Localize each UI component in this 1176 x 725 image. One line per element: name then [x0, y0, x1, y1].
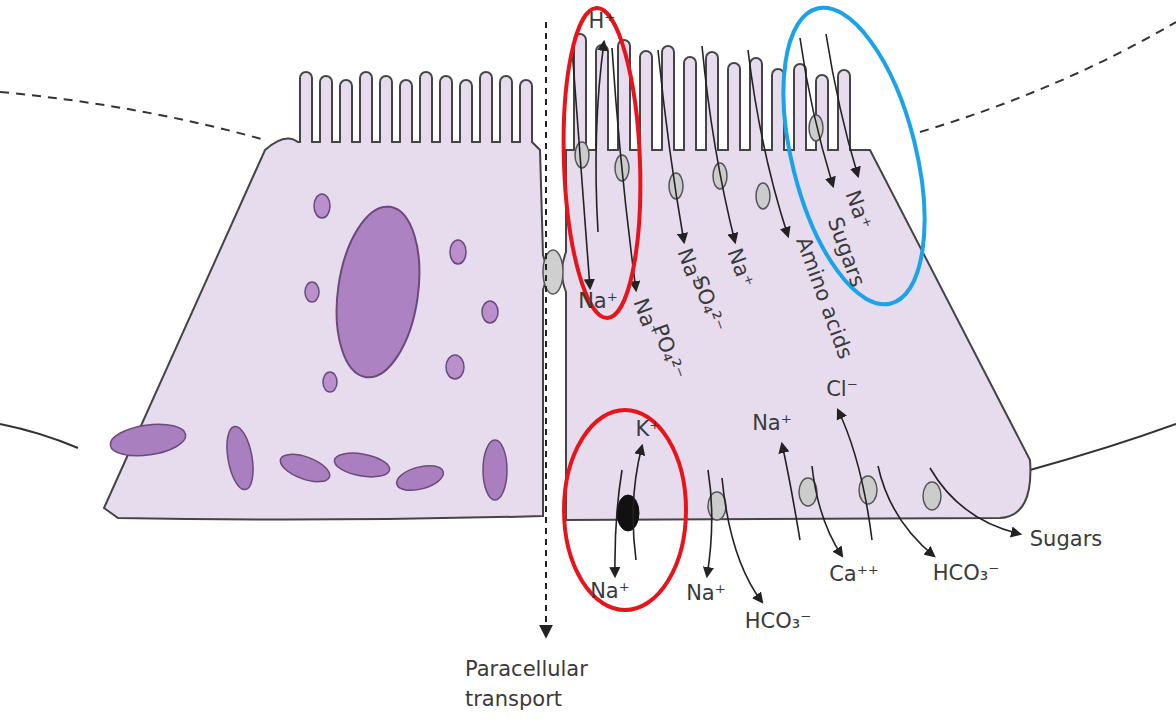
organelle: [450, 240, 466, 264]
organelle: [482, 301, 498, 323]
caption-label: Paracellular transport: [463, 654, 617, 715]
ion-label: PO₄²⁻: [647, 321, 688, 383]
transport-arrow: [812, 466, 842, 556]
mitochondrion: [277, 449, 333, 487]
mitochondrion: [108, 420, 507, 500]
nucleus: [326, 201, 429, 382]
paracellular-arrow: [545, 22, 547, 636]
organelle: [446, 355, 464, 379]
nucleus: [326, 201, 429, 382]
transport-arrow: [702, 46, 735, 242]
ion-label: Na⁺: [686, 582, 726, 605]
ion-label: Cl⁻: [826, 378, 858, 401]
ion-label: Na⁺: [752, 412, 792, 435]
transport-arrow: [596, 42, 604, 232]
ion-label: Na⁺: [722, 245, 757, 290]
atpase-pump: [617, 495, 639, 531]
organelle: [314, 194, 330, 218]
transport-arrow: [633, 446, 642, 560]
transport-arrow: [615, 470, 622, 576]
transporter: [809, 115, 823, 141]
ion-label: K⁺: [636, 418, 661, 441]
lumen-boundary: [0, 424, 78, 448]
ion-label: Na⁺: [578, 290, 618, 313]
ellipse-outline: [564, 410, 686, 610]
transport-arrow: [838, 410, 872, 540]
transport-arrow: [658, 50, 684, 242]
mitochondrion: [483, 440, 507, 500]
ion-label: SO₄²⁻: [687, 273, 728, 335]
mitochondrion: [108, 420, 187, 460]
transport-arrow: [572, 34, 1020, 602]
ion-label: HCO₃⁻: [933, 562, 1000, 585]
transport-arrow: [782, 444, 800, 540]
lumen-boundary: [920, 22, 1176, 132]
highlight-ellipse: H⁺ Na⁺: [562, 6, 642, 320]
transport-arrow: [707, 470, 712, 576]
highlight-ellipse: K⁺ Na⁺: [562, 408, 688, 612]
mitochondrion: [394, 461, 446, 495]
organelle: [323, 372, 337, 392]
ellipse-outline: [562, 6, 642, 320]
ion-label: Na⁺: [590, 580, 630, 603]
paracellular-arrow: [545, 22, 547, 636]
epithelial-cell: [104, 72, 547, 520]
transporter: [923, 482, 941, 510]
transporter: [575, 115, 941, 520]
mitochondrion: [333, 449, 392, 480]
ion-label: Ca⁺⁺: [829, 563, 879, 586]
organelle: [305, 282, 319, 302]
mitochondrion: [223, 424, 258, 491]
atpase-pump: [617, 495, 639, 531]
ellipse-outline: [757, 0, 951, 318]
ellipse-outline: [559, 7, 646, 319]
transport-arrow: [722, 478, 762, 602]
lumen-boundary: [1030, 424, 1176, 470]
lumen-boundary: [0, 92, 265, 140]
transport-arrow: [800, 38, 833, 186]
ion-label: HCO₃⁻: [745, 610, 812, 633]
transporter: [756, 183, 770, 209]
transporter: [575, 142, 589, 168]
organelle: [305, 194, 498, 392]
ion-label: Sugars: [1030, 528, 1102, 551]
ion-label: H⁺: [589, 10, 616, 33]
transport-arrow: [878, 466, 934, 556]
transport-arrow: [826, 34, 858, 176]
transport-arrow: [930, 468, 1020, 534]
